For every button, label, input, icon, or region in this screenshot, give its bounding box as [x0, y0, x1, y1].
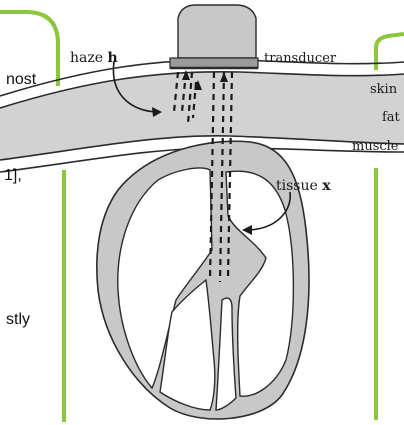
muscle-label: muscle	[352, 139, 399, 154]
transducer-label: transducer	[264, 51, 337, 66]
skin-label: skin	[370, 82, 398, 97]
cropped-text-lower: stly	[6, 312, 30, 328]
tissue-label: tissue x	[276, 178, 331, 194]
transducer-face	[170, 58, 258, 68]
right-panel-border	[376, 34, 404, 70]
fat-label: fat	[382, 110, 401, 125]
cropped-text-top: nost	[6, 72, 36, 88]
haze-label: haze h	[70, 50, 118, 66]
cropped-text-mid: 1],	[4, 168, 22, 184]
transducer	[178, 5, 256, 58]
